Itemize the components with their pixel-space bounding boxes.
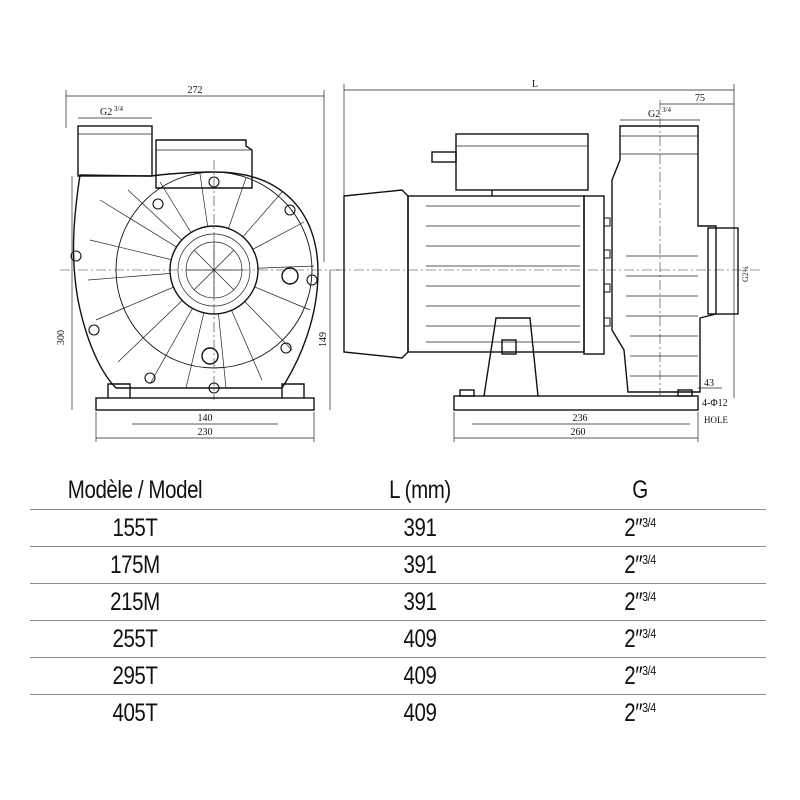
table-row: 295T 409 2′′3/4 <box>30 658 766 695</box>
dim-front-base: 230 <box>198 427 213 438</box>
cell-g: 2′′3/4 <box>566 625 714 654</box>
cell-length: 409 <box>403 661 437 690</box>
cell-length: 409 <box>403 624 437 653</box>
header-g: G <box>632 476 648 504</box>
g-value: 2′′ <box>624 698 643 727</box>
dim-front-inner-base: 140 <box>198 413 213 424</box>
cell-model: 175M <box>110 550 160 579</box>
table-row: 175M 391 2′′3/4 <box>30 547 766 584</box>
cell-length: 391 <box>403 513 437 542</box>
g-value: 2′′ <box>624 513 643 542</box>
dim-side-thread: G2 <box>648 109 660 120</box>
dim-side-length: L <box>532 79 538 90</box>
g-fraction: 3/4 <box>642 551 656 567</box>
cell-length: 391 <box>403 550 437 579</box>
dim-side-inner-base: 236 <box>573 413 588 424</box>
cell-model: 255T <box>112 624 158 653</box>
cell-g: 2′′3/4 <box>566 588 714 617</box>
dim-front-height: 300 <box>56 330 67 345</box>
table-row: 155T 391 2′′3/4 <box>30 510 766 547</box>
g-fraction: 3/4 <box>642 514 656 530</box>
cell-g: 2′′3/4 <box>566 514 714 543</box>
table-row: 215M 391 2′′3/4 <box>30 584 766 621</box>
cell-g: 2′′3/4 <box>566 551 714 580</box>
table-header-row: Modèle / Model L (mm) G <box>30 472 766 510</box>
dim-side-hole-label: HOLE <box>704 415 728 425</box>
dim-side-base-height: 43 <box>704 378 714 389</box>
cell-model: 405T <box>112 698 158 727</box>
table-row: 405T 409 2′′3/4 <box>30 695 766 731</box>
technical-drawing: 272 G2 3/4 <box>56 79 760 442</box>
cell-g: 2′′3/4 <box>566 662 714 691</box>
dim-front-width: 272 <box>188 85 203 96</box>
g-fraction: 3/4 <box>642 699 656 715</box>
g-fraction: 3/4 <box>642 625 656 641</box>
dim-side-thread-frac: 3/4 <box>662 106 671 114</box>
cell-model: 215M <box>110 587 160 616</box>
side-view: L 75 G2 3/4 <box>336 79 760 442</box>
g-value: 2′′ <box>624 587 643 616</box>
g-value: 2′′ <box>624 550 643 579</box>
cell-length: 409 <box>403 698 437 727</box>
spec-table: Modèle / Model L (mm) G 155T 391 2′′3/4 … <box>30 472 766 731</box>
table-row: 255T 409 2′′3/4 <box>30 621 766 658</box>
cell-g: 2′′3/4 <box>566 699 714 728</box>
dim-side-offset: 75 <box>695 93 705 104</box>
header-model: Modèle / Model <box>67 476 203 504</box>
cell-model: 155T <box>112 513 158 542</box>
dim-side-holes: 4-Φ12 <box>702 398 728 409</box>
g-value: 2′′ <box>624 624 643 653</box>
dim-front-thread-frac: 3/4 <box>114 105 123 113</box>
dim-side-port: G2¾ <box>741 266 750 282</box>
dim-front-thread: G2 <box>100 107 112 118</box>
g-value: 2′′ <box>624 661 643 690</box>
dim-front-axis-height: 149 <box>318 332 329 347</box>
dim-side-base: 260 <box>571 427 586 438</box>
g-fraction: 3/4 <box>642 662 656 678</box>
cell-length: 391 <box>403 587 437 616</box>
cell-model: 295T <box>112 661 158 690</box>
g-fraction: 3/4 <box>642 588 656 604</box>
header-length: L (mm) <box>389 476 451 504</box>
front-view: 272 G2 3/4 <box>56 85 340 442</box>
